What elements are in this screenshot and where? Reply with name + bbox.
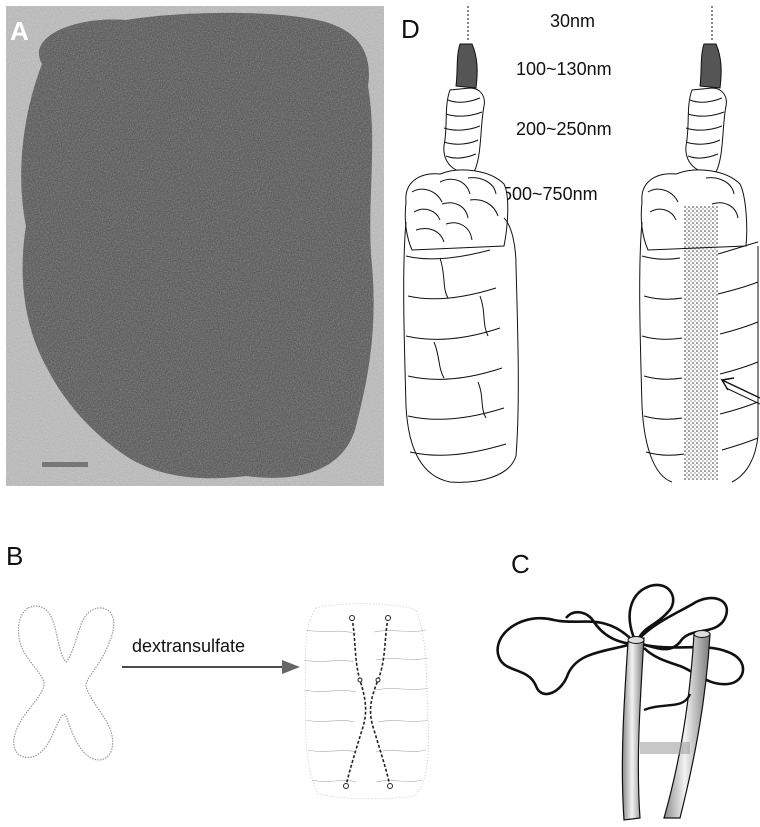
panel-letter-c: C [511,551,530,577]
level-label-200-250nm: 200~250nm [516,120,612,138]
panel-a: A [6,6,384,486]
coil-diagram-right [636,6,760,486]
panel-letter-a: A [10,18,29,44]
panel-letter-b: B [6,543,23,569]
treatment-arrow-label: dextransulfate [132,636,245,657]
micrograph-image [6,6,384,486]
decondensed-chromosome [296,600,436,800]
scale-bar [42,462,88,467]
chromosome-axis-dots [684,206,718,480]
level-label-30nm: 30nm [550,12,595,30]
chromosome-outline-x [6,598,126,768]
scaffold-loop-diagram [484,582,760,822]
coil-diagram-left [400,6,520,486]
treatment-arrow [122,657,302,677]
scaffold-rod-left [622,638,644,820]
level-label-100-130nm: 100~130nm [516,60,612,78]
